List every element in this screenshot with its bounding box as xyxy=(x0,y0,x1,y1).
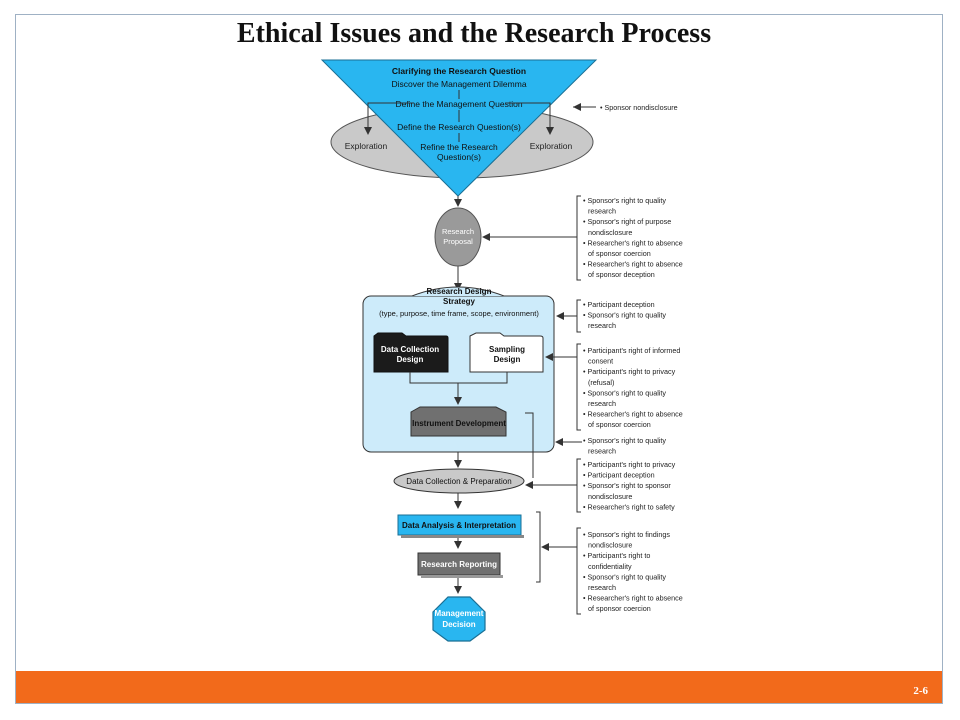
research-proposal-node xyxy=(434,207,482,267)
ethics-note-line: • Sponsor's right to quality xyxy=(583,388,666,397)
design-header-1: Research Design xyxy=(427,287,492,296)
funnel-step-3: Define the Research Question(s) xyxy=(397,122,521,132)
ethics-note-line: confidentiality xyxy=(588,562,632,571)
ethics-note-line: research xyxy=(588,207,616,216)
analysis-label: Data Analysis & Interpretation xyxy=(402,521,516,530)
sampling-line-2: Design xyxy=(494,355,521,364)
ethics-note-line: • Sponsor's right to quality xyxy=(583,572,666,581)
ethics-note-line: research xyxy=(588,399,616,408)
exploration-right-label: Exploration xyxy=(530,141,573,151)
ethics-note-line: research xyxy=(588,583,616,592)
ethics-note-line: consent xyxy=(588,357,613,366)
page-number: 2-6 xyxy=(913,685,928,697)
ethics-note-line: of sponsor coercion xyxy=(588,604,651,613)
data-collection-line-1: Data Collection xyxy=(381,345,439,354)
analysis-reporting-bracket xyxy=(536,511,541,583)
funnel-step-1: Discover the Management Dilemma xyxy=(391,79,526,89)
sampling-line-1: Sampling xyxy=(489,345,525,354)
ethics-note-line: • Sponsor's right to quality xyxy=(583,311,666,320)
ethics-note-line: • Sponsor's right to sponsor xyxy=(583,481,671,490)
ethics-note-line: of sponsor deception xyxy=(588,270,655,279)
ethics-note-line: nondisclosure xyxy=(588,541,632,550)
collection-label: Data Collection & Preparation xyxy=(406,477,511,486)
instrument-bracket xyxy=(525,412,534,478)
ethics-note-line: • Participant deception xyxy=(583,300,655,309)
decision-line-2: Decision xyxy=(442,620,475,629)
ethics-note-line: (refusal) xyxy=(588,378,614,387)
ethics-note-line: research xyxy=(588,447,616,456)
note-bracket-7 xyxy=(576,527,581,615)
ethics-note-line: • Researcher's right to absence xyxy=(583,594,683,603)
ethics-note-line: • Participant's right of informed xyxy=(583,346,680,355)
note-bracket-4 xyxy=(576,343,581,431)
slide-title: Ethical Issues and the Research Process xyxy=(236,18,712,49)
funnel-header: Clarifying the Research Question xyxy=(392,66,526,76)
ethics-note-line: research xyxy=(588,321,616,330)
funnel-step-4: Refine the Research xyxy=(420,142,498,152)
instrument-development-box xyxy=(410,406,507,437)
ethics-note-line: • Researcher's right to absence xyxy=(583,238,683,247)
data-collection-preparation-node xyxy=(393,468,525,494)
ethics-note-line: • Participant's right to privacy xyxy=(583,367,676,376)
ethics-note-line: • Participant's right to xyxy=(583,551,650,560)
exploration-right-arrow xyxy=(505,102,554,135)
note-bracket-2 xyxy=(576,195,581,281)
clarifying-funnel xyxy=(320,59,598,197)
ethics-note-line: • Sponsor's right to quality xyxy=(583,436,666,445)
research-design-tab xyxy=(411,286,505,297)
proposal-line-1: Research xyxy=(442,227,474,236)
funnel-step-2: Define the Management Question xyxy=(395,99,522,109)
ethics-note-line: of sponsor coercion xyxy=(588,420,651,429)
exploration-left-arrow xyxy=(364,102,414,135)
ethics-note-line: nondisclosure xyxy=(588,228,632,237)
box-shadow xyxy=(401,535,524,538)
ethics-note-line: • Sponsor nondisclosure xyxy=(600,103,678,112)
proposal-line-2: Proposal xyxy=(443,237,473,246)
ethics-note-line: • Researcher's right to safety xyxy=(583,502,675,511)
sampling-design-box xyxy=(469,332,544,373)
ethics-note-line: • Sponsor's right of purpose xyxy=(583,217,671,226)
ethics-note-line: • Researcher's right to absence xyxy=(583,410,683,419)
data-collection-line-2: Design xyxy=(397,355,424,364)
reporting-label: Research Reporting xyxy=(421,560,497,569)
ethics-note-line: nondisclosure xyxy=(588,492,632,501)
ethics-note-line: of sponsor coercion xyxy=(588,249,651,258)
management-decision-node xyxy=(432,596,486,642)
ethics-note-line: • Researcher's right to absence xyxy=(583,260,683,269)
slide-footer: 2-6 xyxy=(16,671,942,703)
ethics-note-line: • Sponsor's right to quality xyxy=(583,196,666,205)
design-header-2: Strategy xyxy=(443,297,476,306)
box-shadow xyxy=(421,575,503,578)
ethics-note-line: • Participant's right to privacy xyxy=(583,460,676,469)
ethics-note-line: • Participant deception xyxy=(583,471,655,480)
design-header-3: (type, purpose, time frame, scope, envir… xyxy=(379,309,539,318)
instrument-label: Instrument Development xyxy=(412,419,506,428)
data-collection-design-box xyxy=(373,332,449,373)
funnel-step-5: Question(s) xyxy=(437,152,481,162)
decision-line-1: Management xyxy=(435,609,484,618)
exploration-left-label: Exploration xyxy=(345,141,388,151)
ethics-note-line: • Sponsor's right to findings xyxy=(583,530,670,539)
